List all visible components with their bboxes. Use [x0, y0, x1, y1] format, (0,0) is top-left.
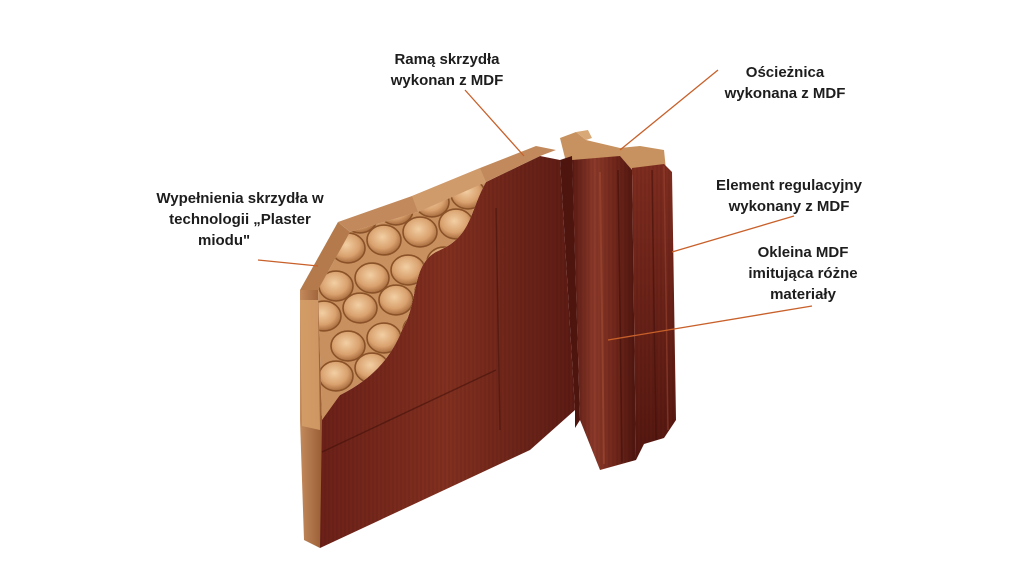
honeycomb-cell — [354, 262, 390, 294]
label-veneer-line2: imitująca różne — [748, 265, 858, 282]
label-jamb-line2: wykonana z MDF — [724, 85, 846, 102]
label-jamb: Ościeżnica wykonana z MDF — [705, 62, 865, 104]
label-frame-line2: wykonan z MDF — [390, 72, 504, 89]
honeycomb-cell — [378, 284, 414, 316]
honeycomb-cell — [342, 292, 378, 324]
leaf-panel-seam — [321, 369, 497, 453]
label-filling-line2: technologii „Plaster — [169, 211, 311, 228]
honeycomb-cell — [427, 149, 461, 179]
leader-jamb — [619, 69, 719, 151]
label-veneer: Okleina MDF imitująca różne materiały — [728, 242, 878, 305]
label-frame-line1: Ramą skrzydła — [394, 51, 500, 68]
label-adjuster: Element regulacyjny wykonany z MDF — [700, 175, 878, 217]
leader-lines — [257, 69, 813, 341]
honeycomb-cell — [318, 360, 354, 392]
honeycomb-cell — [366, 224, 402, 256]
label-adjuster-line2: wykonany z MDF — [728, 198, 850, 215]
leader-adjuster — [671, 215, 795, 253]
leader-frame — [464, 89, 525, 157]
leader-filling — [257, 259, 319, 267]
honeycomb-cell — [390, 182, 426, 188]
honeycomb-cell — [318, 300, 342, 332]
leader-veneer — [607, 305, 813, 341]
honeycomb-cell — [402, 216, 438, 248]
honeycomb-cell — [354, 182, 390, 196]
leaf-honeycomb-edge — [300, 300, 320, 430]
label-veneer-line1: Okleina MDF — [757, 244, 849, 261]
label-filling-line3: miodu" — [198, 232, 251, 249]
label-filling: Wypełnienia skrzydła w technologii „Plas… — [140, 188, 340, 251]
label-frame: Ramą skrzydła wykonan z MDF — [372, 49, 522, 91]
label-veneer-line3: materiały — [770, 286, 836, 303]
honeycomb-cell — [330, 330, 366, 362]
jamb-stop-strip — [560, 156, 580, 428]
label-adjuster-line1: Element regulacyjny — [716, 177, 862, 194]
label-filling-line1: Wypełnienia skrzydła w — [156, 190, 324, 207]
label-jamb-line1: Ościeżnica — [745, 64, 825, 81]
